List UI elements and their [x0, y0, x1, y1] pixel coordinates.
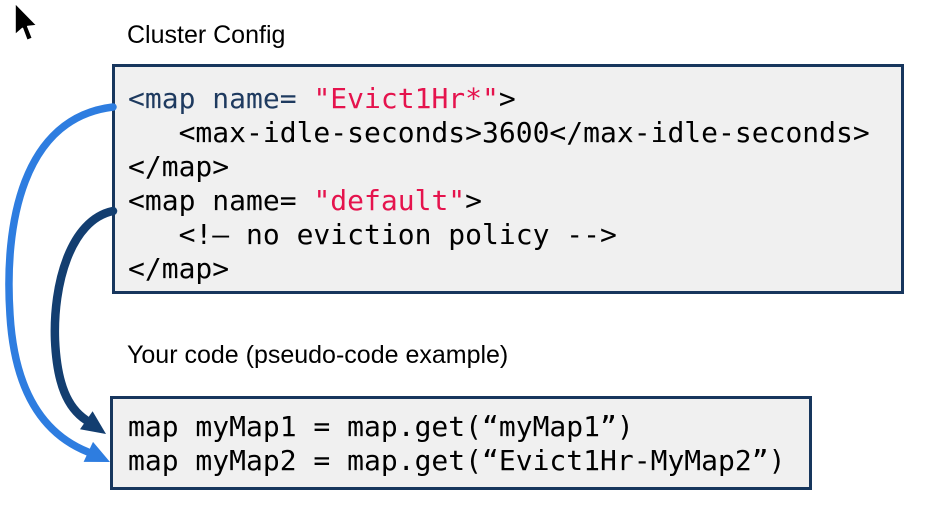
arrow-default-to-mymap1	[50, 206, 118, 425]
your-code-title: Your code (pseudo-code example)	[127, 341, 509, 369]
pseudo-code-box: map myMap1 = map.get(“myMap1”) map myMap…	[110, 396, 812, 490]
cluster-config-box: <map name= "Evict1Hr*"> <max-idle-second…	[112, 64, 904, 294]
config-line-map-end-1: </map>	[128, 150, 230, 183]
xml-tag-open-2: <map name=	[128, 184, 314, 217]
arrowhead-evict1hr-to-mymap2-icon	[83, 441, 110, 462]
config-line-max-idle-seconds: <max-idle-seconds>3600</max-idle-seconds…	[128, 116, 870, 149]
arrow-evict1hr-to-mymap2	[5, 103, 117, 456]
arrowhead-default-to-mymap1-icon	[80, 411, 106, 434]
code-line-mymap1: map myMap1 = map.get(“myMap1”)	[128, 410, 634, 443]
config-line-comment: <!– no eviction policy -->	[128, 218, 617, 251]
mouse-cursor-icon	[14, 2, 38, 42]
xml-tag-close-bracket-2: >	[465, 184, 483, 217]
cluster-config-title: Cluster Config	[127, 21, 286, 49]
config-line-map-evict1hr: <map name= "Evict1Hr*">	[128, 82, 891, 116]
xml-tag-open: <map name=	[128, 82, 314, 115]
code-line-mymap2: map myMap2 = map.get(“Evict1Hr-MyMap2”)	[128, 444, 786, 477]
xml-attr-value-default: "default"	[313, 184, 466, 217]
xml-tag-close-bracket: >	[498, 82, 516, 115]
config-line-map-end-2: </map>	[128, 252, 230, 285]
xml-attr-value-evict1hr: "Evict1Hr*"	[313, 82, 499, 115]
config-line-map-default: <map name= "default">	[128, 184, 891, 218]
